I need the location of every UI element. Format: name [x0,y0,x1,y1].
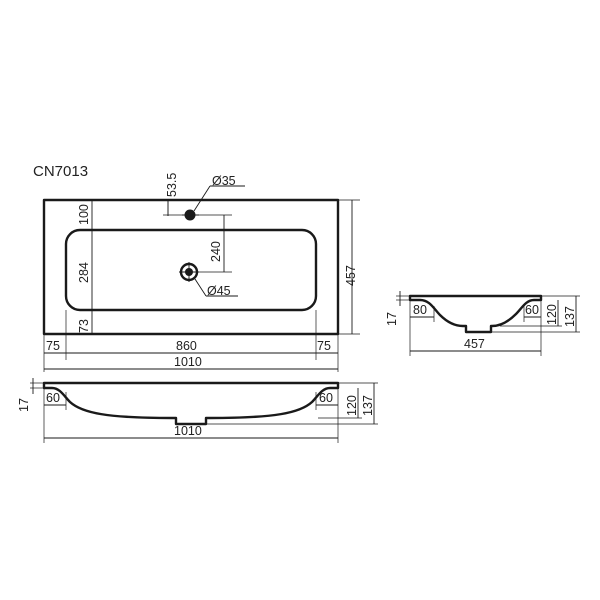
dim-tap-diameter: Ø35 [193,174,245,212]
label-side-left-rim: 80 [413,303,427,317]
dim-side-left-rim: 80 [409,300,435,322]
top-view-outline [42,198,340,336]
dim-side-right-rim: 60 [523,300,542,322]
dim-total-depth: 457 [338,199,360,335]
dim-front-right-rim: 60 [315,388,339,410]
label-side-total-height: 137 [563,306,577,327]
label-bowl-bottom-margin: 73 [77,319,91,333]
label-total-depth: 457 [344,265,358,286]
label-front-right-rim: 60 [319,391,333,405]
label-bowl-width: 860 [176,339,197,353]
dim-total-width: 1010 [43,355,338,372]
dim-front-heights: 120 137 [206,382,378,425]
drain-hole [179,262,199,282]
side-section: 17 80 60 120 137 [385,291,580,356]
side-section-profile [408,294,543,334]
label-side-depth: 457 [464,337,485,351]
label-front-rim-thickness: 17 [17,398,31,412]
label-side-right-rim: 60 [525,303,539,317]
dim-left-chain: 100 284 73 [77,200,97,334]
label-tap-diameter: Ø35 [212,174,236,188]
dim-drain-offset: 240 [197,214,232,273]
dim-front-width: 1010 [43,410,339,443]
front-section-profile [42,381,340,426]
front-section: 17 60 60 120 137 [17,378,378,443]
top-view: 53.5 Ø35 Ø45 240 100 284 73 [42,173,360,372]
label-drain-diameter: Ø45 [207,284,231,298]
top-view-bowl [64,228,318,312]
label-drain-offset: 240 [209,241,223,262]
dim-front-rim-thickness: 17 [17,378,44,412]
dim-side-depth: 457 [409,322,542,356]
label-side-rim-thickness: 17 [385,312,399,326]
dim-bottom-chain: 75 860 75 [43,310,339,372]
label-right-margin: 75 [317,339,331,353]
label-front-total-height: 137 [361,395,375,416]
label-hole-offset: 53.5 [165,173,179,197]
label-side-bowl-height: 120 [545,304,559,325]
dim-drain-diameter: Ø45 [194,278,238,298]
label-front-width: 1010 [174,424,202,438]
dim-side-rim-thickness: 17 [385,291,410,326]
dim-front-left-rim: 60 [43,388,67,410]
label-front-bowl-height: 120 [345,395,359,416]
label-total-width: 1010 [174,355,202,369]
label-bowl-top-margin: 100 [77,204,91,225]
label-front-left-rim: 60 [46,391,60,405]
dim-hole-offset: 53.5 [163,173,185,216]
label-bowl-depth: 284 [77,262,91,283]
label-left-margin: 75 [46,339,60,353]
model-label: CN7013 [33,163,88,180]
dim-side-heights: 120 137 [491,295,580,333]
